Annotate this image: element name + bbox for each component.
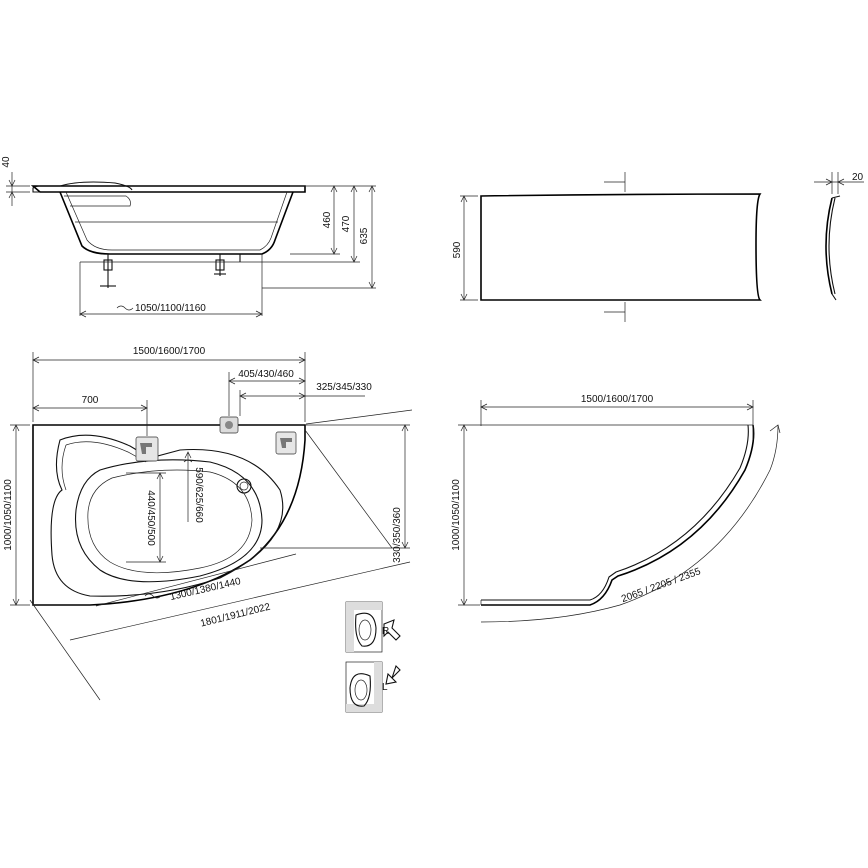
orientation-right-symbol: R: [345, 601, 401, 653]
dim-panel-plan-length: 1500/1600/1700: [581, 394, 654, 405]
faucet-icon-left: [135, 436, 159, 462]
dim-height-460: 460: [322, 211, 333, 228]
dim-side-length: 1050/1100/1160: [135, 303, 206, 314]
dim-right-offset: 330/350/360: [392, 507, 403, 563]
dim-plan-width: 1000/1050/1100: [3, 479, 14, 551]
dim-panel-plan-width: 1000/1050/1100: [451, 479, 462, 551]
dim-plan-length: 1500/1600/1700: [133, 346, 206, 357]
dim-corner-offset: 325/345/330: [316, 382, 372, 393]
dim-rim-thickness: 40: [1, 156, 12, 168]
panel-section-view: 20: [814, 172, 864, 301]
dim-inner-width: 440/450/500: [145, 490, 156, 546]
dim-panel-arc-length: 2065 / 2205 / 2355: [620, 566, 703, 605]
dim-inner-length: 1300/1380/1440: [169, 576, 242, 603]
dim-tap-offset: 700: [82, 395, 99, 406]
dim-diagonal: 1801/1911/2022: [199, 601, 272, 629]
orientation-left-symbol: L: [345, 661, 401, 713]
front-panel-view: 590: [452, 172, 762, 322]
orientation-right-label: R: [382, 626, 389, 637]
orientation-left-label: L: [382, 682, 388, 693]
dim-inner-depth: 590/625/660: [193, 467, 204, 523]
top-plan-view: 1500/1600/1700 700 405/430/460 325/345/3…: [3, 346, 413, 701]
dim-height-635: 635: [359, 227, 370, 244]
dim-panel-height: 590: [452, 241, 463, 258]
panel-plan-view: 1500/1600/1700 1000/1050/1100 2065 / 220…: [451, 394, 781, 623]
dim-drain-offset: 405/430/460: [238, 369, 294, 380]
dim-panel-thickness: 20: [852, 172, 864, 183]
side-elevation-view: 40 460 470 635 1050/1100/1160: [1, 156, 376, 318]
dim-height-470: 470: [341, 215, 352, 232]
